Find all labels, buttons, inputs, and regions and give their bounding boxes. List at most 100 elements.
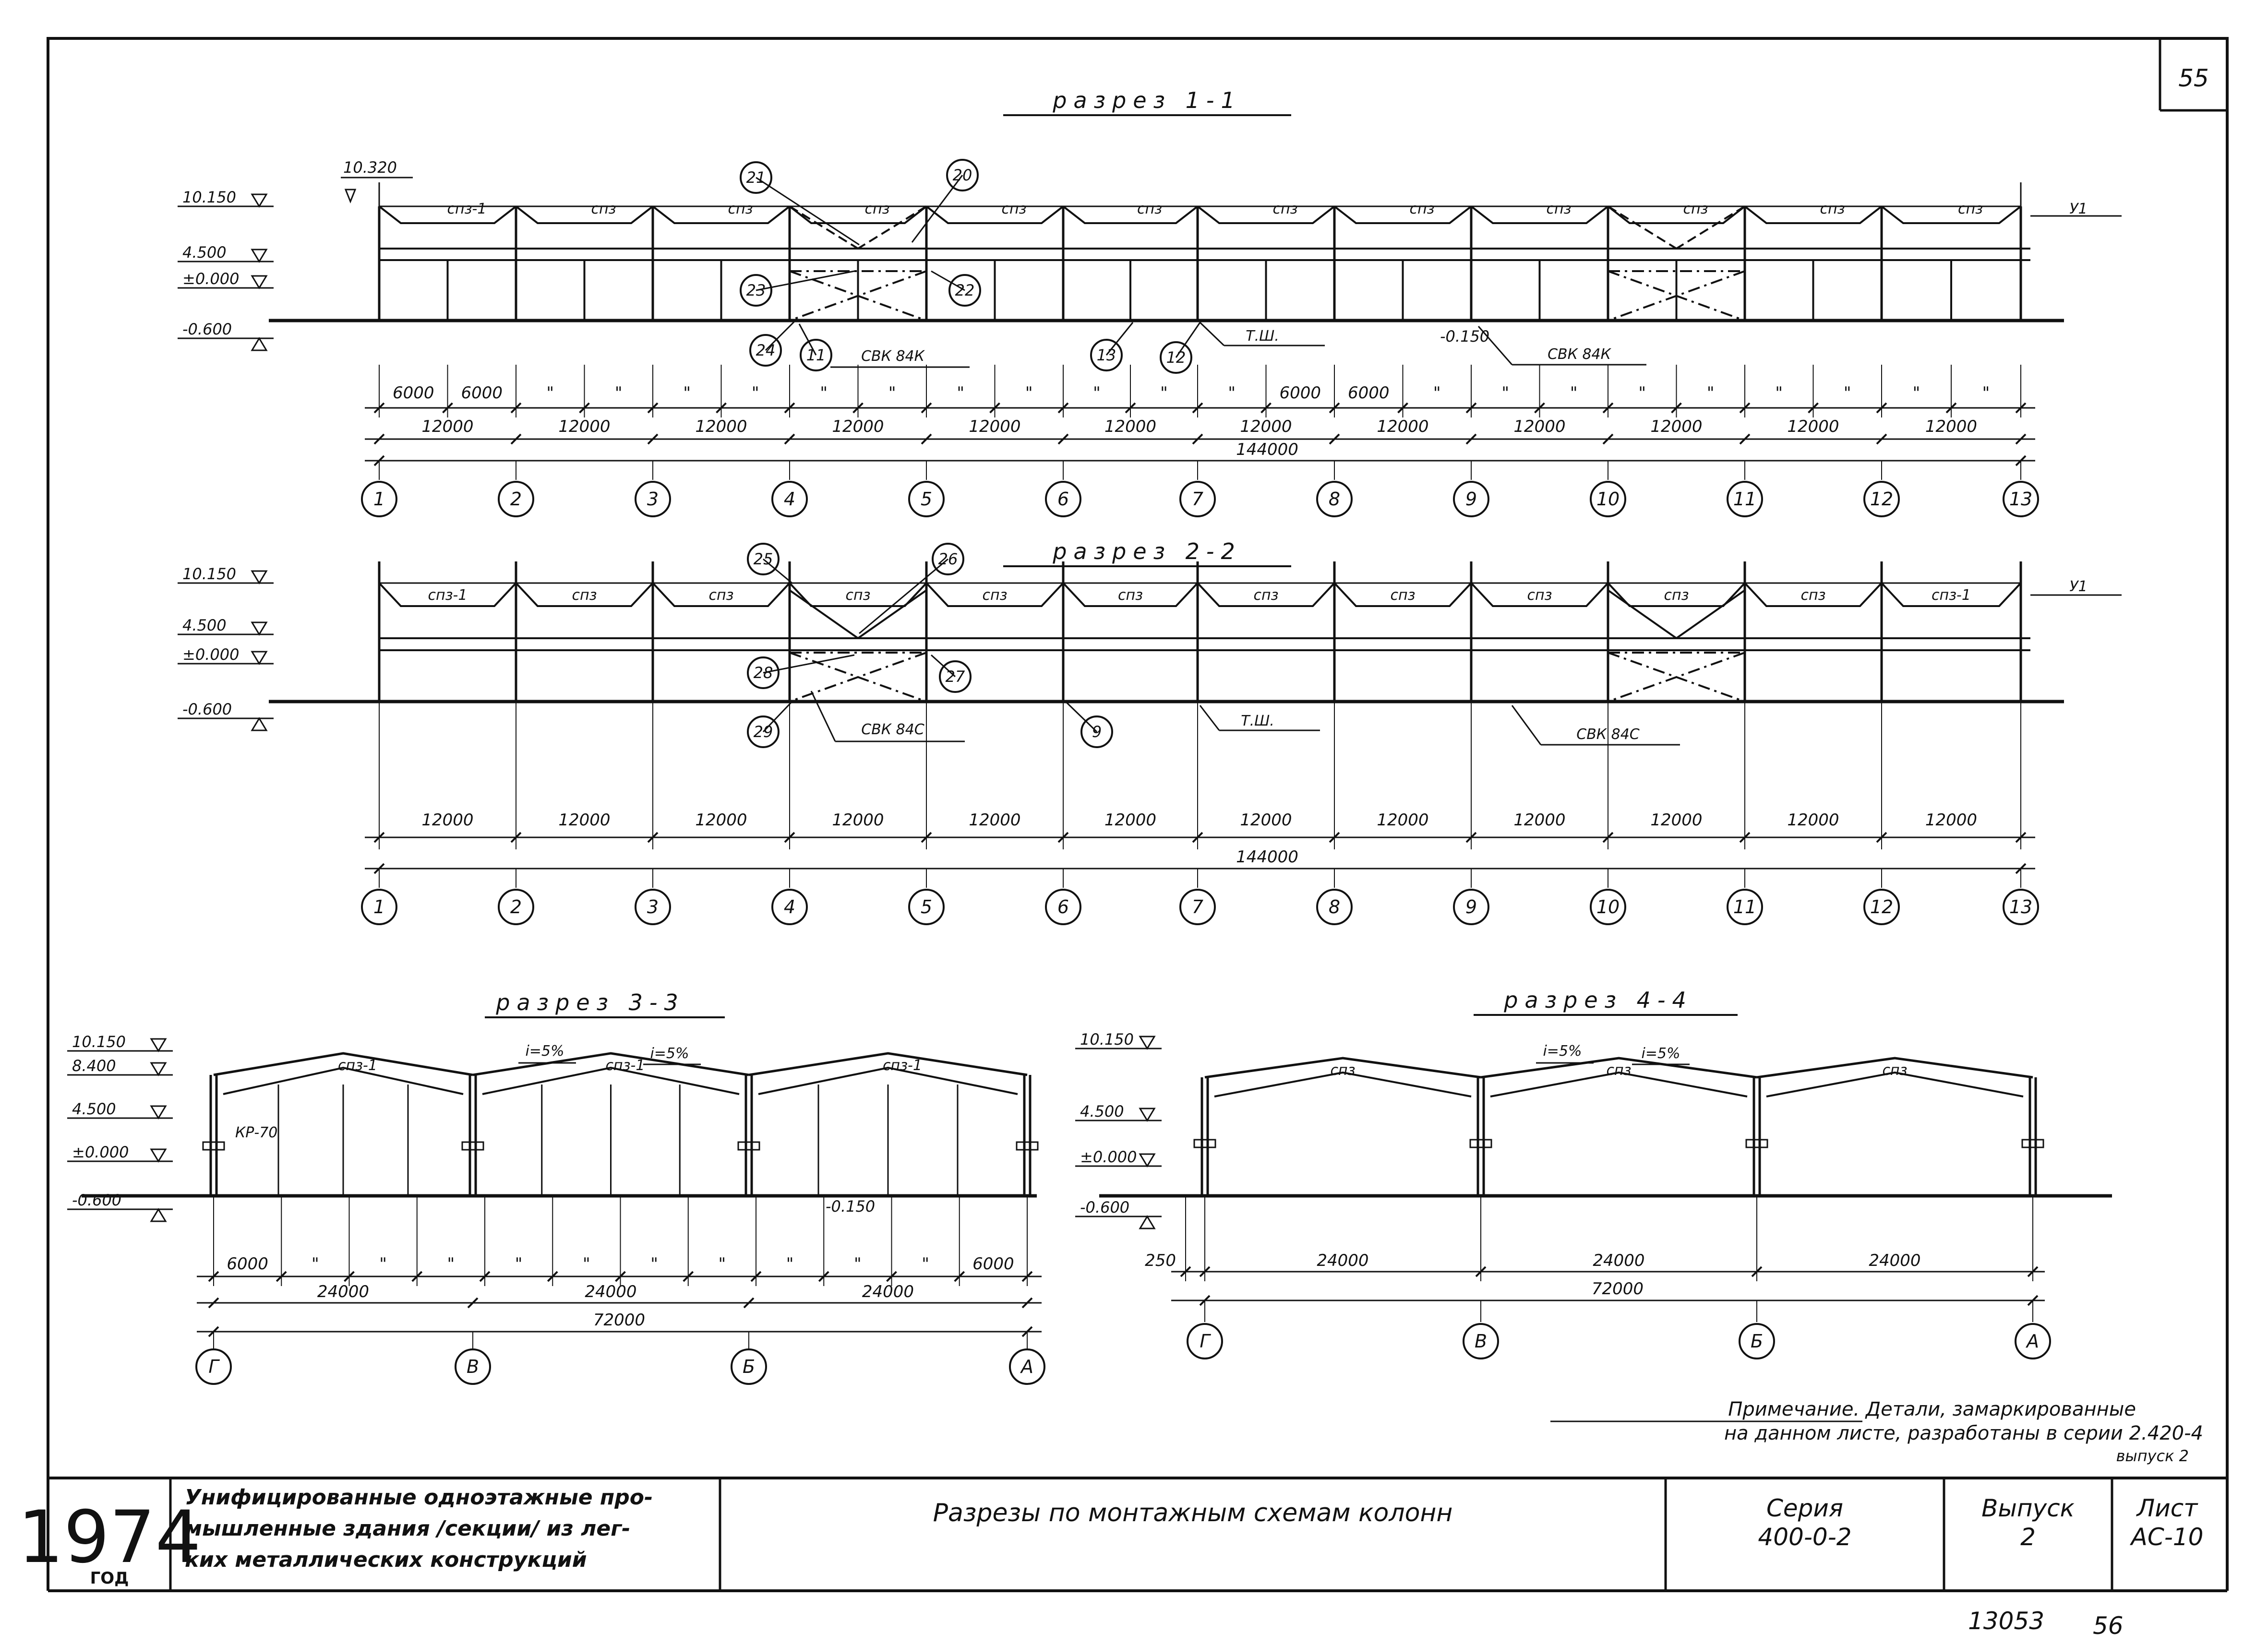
callout-leader bbox=[931, 270, 965, 291]
dim-value-bay: 12000 bbox=[695, 811, 747, 830]
axis-marker bbox=[731, 1348, 767, 1385]
dim-value-bay: 12000 bbox=[1104, 811, 1156, 830]
callout-label: 21 bbox=[746, 168, 766, 187]
dim-value-small: " bbox=[1025, 383, 1033, 403]
level-label: ±0.000 bbox=[182, 270, 239, 288]
level-label: 8.400 bbox=[72, 1057, 116, 1075]
section-3-3-title: разрез 3-3 bbox=[495, 989, 685, 1015]
dim-value-small: " bbox=[379, 1254, 387, 1274]
rafter-top bbox=[1756, 1057, 2033, 1079]
level-mark bbox=[150, 1208, 167, 1222]
roof-brace bbox=[789, 205, 859, 250]
axis-label: 9 bbox=[1465, 489, 1477, 510]
level-label: 10.150 bbox=[1080, 1030, 1134, 1049]
issue-label: Выпуск bbox=[1981, 1494, 2075, 1522]
roof-truss bbox=[1062, 205, 1199, 224]
roof-brace bbox=[1676, 205, 1746, 250]
axis-marker bbox=[1045, 481, 1081, 517]
level-label: -0.600 bbox=[182, 700, 232, 718]
level-label: 4.500 bbox=[1080, 1102, 1124, 1121]
dim-value-bay: 12000 bbox=[421, 417, 473, 436]
level-mark bbox=[1139, 1215, 1156, 1229]
axis-label: Б bbox=[1751, 1331, 1763, 1352]
level-mark bbox=[150, 1038, 167, 1052]
callout-circle bbox=[948, 274, 981, 307]
dim-value-span: 24000 bbox=[1317, 1251, 1368, 1270]
dim-value-small: " bbox=[922, 1254, 929, 1274]
axis-label: 7 bbox=[1192, 489, 1203, 510]
level-label: 4.500 bbox=[182, 243, 227, 262]
roof-brace bbox=[1607, 205, 1677, 250]
level-label: 10.150 bbox=[182, 188, 236, 206]
sheet-value: АС-10 bbox=[2130, 1523, 2204, 1551]
panel-label: спз bbox=[1527, 587, 1552, 604]
section-3-3: разрез 3-3 10.1508.4004.500±0.000-0.600с… bbox=[67, 989, 1045, 1385]
dim-value-small: " bbox=[1844, 383, 1851, 403]
dim-value-small: " bbox=[1913, 383, 1920, 403]
title-year-label: ГОД bbox=[90, 1569, 129, 1588]
issue-value: 2 bbox=[2020, 1523, 2036, 1551]
roof-truss bbox=[515, 582, 654, 607]
dim-value-small: " bbox=[1707, 383, 1715, 403]
panel-label: спз bbox=[1409, 201, 1434, 217]
axis-label: 11 bbox=[1733, 489, 1756, 510]
dim-value-small: " bbox=[447, 1254, 455, 1274]
rafter-bottom bbox=[482, 1066, 740, 1095]
callout-label: 28 bbox=[754, 664, 773, 682]
callout-label: 26 bbox=[938, 550, 958, 568]
axis-label: 6 bbox=[1057, 489, 1069, 510]
callout-circle bbox=[747, 715, 780, 748]
series-value: 400-0-2 bbox=[1758, 1523, 1851, 1551]
axis-label: 9 bbox=[1465, 896, 1477, 918]
dim-value-small: " bbox=[1570, 383, 1578, 403]
title-year: 1974 bbox=[18, 1496, 201, 1579]
column-brace bbox=[789, 270, 927, 322]
panel-label: спз bbox=[708, 587, 733, 604]
rafter-bottom bbox=[223, 1066, 464, 1095]
slope-label: i=5% bbox=[1641, 1045, 1680, 1062]
level-mark bbox=[150, 1105, 167, 1120]
dim-tick bbox=[1465, 433, 1477, 445]
roof-truss bbox=[378, 205, 517, 224]
dim-value-bay: 12000 bbox=[969, 417, 1020, 436]
panel-label: спз-1 bbox=[338, 1057, 377, 1074]
axis-label: 3 bbox=[647, 896, 659, 918]
dim-value-bay: 12000 bbox=[969, 811, 1020, 830]
dim-value-small: " bbox=[1501, 383, 1509, 403]
roof-truss bbox=[652, 205, 791, 224]
callout-circle bbox=[1090, 339, 1123, 371]
crane-bracket bbox=[461, 1141, 484, 1151]
callout-label: 25 bbox=[754, 550, 773, 568]
callout-leader bbox=[1175, 322, 1201, 358]
axis-marker bbox=[1590, 481, 1626, 517]
axis-marker bbox=[498, 481, 534, 517]
dim-value-bay: 12000 bbox=[1925, 417, 1977, 436]
roof-brace bbox=[789, 589, 859, 639]
dim-value-bay: 12000 bbox=[1925, 811, 1977, 830]
crane-bracket bbox=[2021, 1139, 2044, 1148]
callout-label: 20 bbox=[953, 166, 972, 184]
level-label: 10.150 bbox=[182, 565, 236, 583]
callout-leader bbox=[911, 175, 963, 243]
panel-label: спз-1 bbox=[606, 1057, 645, 1074]
axis-label: 3 bbox=[647, 489, 659, 510]
axis-marker bbox=[1463, 1323, 1499, 1359]
axis-label: 10 bbox=[1596, 896, 1620, 918]
dim-value-bay: 12000 bbox=[1377, 417, 1428, 436]
dim-value-small: 6000 bbox=[461, 383, 503, 403]
leader bbox=[1199, 322, 1225, 346]
callout-label: 9 bbox=[1092, 723, 1102, 741]
axis-marker bbox=[1316, 481, 1353, 517]
dim-value-small: " bbox=[719, 1254, 726, 1274]
page-number: 56 bbox=[2093, 1612, 2124, 1640]
dim-value-offset: 250 bbox=[1145, 1251, 1176, 1270]
callout-circle bbox=[740, 161, 772, 194]
callout-label: 12 bbox=[1166, 348, 1186, 367]
callout-label: 29 bbox=[754, 723, 773, 741]
dim-value-total: 144000 bbox=[1236, 440, 1298, 459]
dim-value-small: " bbox=[1638, 383, 1646, 403]
rafter-bottom bbox=[758, 1066, 1018, 1095]
crane-bracket bbox=[1469, 1139, 1492, 1148]
level-label: 4.500 bbox=[182, 616, 227, 634]
panel-label: спз bbox=[1820, 201, 1845, 217]
